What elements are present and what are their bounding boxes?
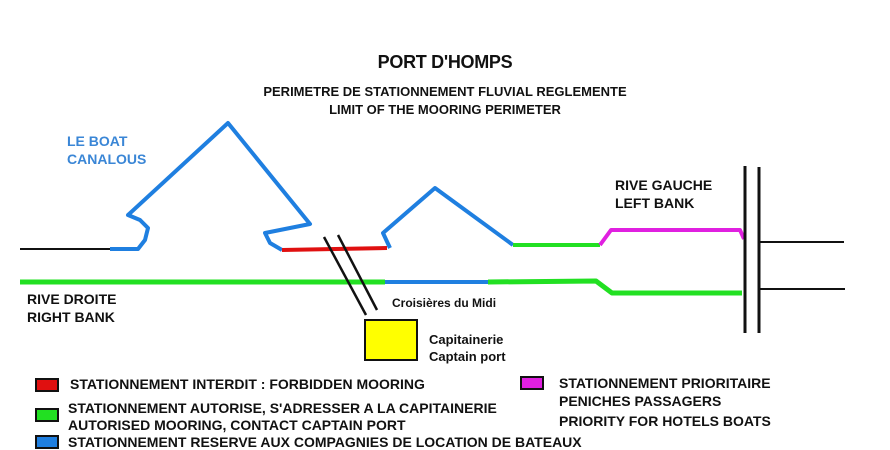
legend-priority-text-3: PRIORITY FOR HOTELS BOATS <box>559 413 771 429</box>
legend-reserved-text: STATIONNEMENT RESERVE AUX COMPAGNIES DE … <box>68 434 582 450</box>
legend-authorised-text-en: AUTORISED MOORING, CONTACT CAPTAIN PORT <box>68 417 406 433</box>
rive-gauche-label: RIVE GAUCHE <box>615 177 713 193</box>
captain-port-building <box>364 319 418 361</box>
legend-forbidden-text: STATIONNEMENT INTERDIT : FORBIDDEN MOORI… <box>70 376 425 392</box>
priority-mooring-hotel-boats <box>598 228 746 247</box>
subtitle-french: PERIMETRE DE STATIONNEMENT FLUVIAL REGLE… <box>263 84 627 99</box>
legend-swatch-reserved <box>35 435 59 449</box>
bridge-line-1 <box>322 236 368 316</box>
page-title: PORT D'HOMPS <box>377 52 513 72</box>
subtitle-english: LIMIT OF THE MOORING PERIMETER <box>329 102 561 117</box>
legend-priority-text-2: PENICHES PASSAGERS <box>559 393 722 409</box>
authorised-mooring-right-bank-east <box>487 278 742 296</box>
bridge-line-2 <box>336 234 379 311</box>
croisieres-du-midi-label: Croisières du Midi <box>392 296 497 310</box>
forbidden-mooring-left-bank <box>281 246 388 252</box>
second-basin-reserved-mooring <box>381 186 515 249</box>
legend-priority-text-1: STATIONNEMENT PRIORITAIRE <box>559 375 771 391</box>
legend-swatch-authorised <box>35 408 59 422</box>
capitainerie-label: Capitainerie <box>429 332 504 347</box>
legend-swatch-forbidden <box>35 378 59 392</box>
rive-droite-label: RIVE DROITE <box>27 291 117 307</box>
canalous-label: CANALOUS <box>67 151 147 167</box>
le-boat-label: LE BOAT <box>67 133 128 149</box>
legend-authorised-text-fr: STATIONNEMENT AUTORISE, S'ADRESSER A LA … <box>68 400 497 416</box>
le-boat-basin-reserved-mooring <box>110 121 312 252</box>
captain-port-label: Captain port <box>429 349 506 364</box>
legend-swatch-priority <box>520 376 544 390</box>
right-bank-label: RIGHT BANK <box>27 309 115 325</box>
left-bank-label: LEFT BANK <box>615 195 695 211</box>
